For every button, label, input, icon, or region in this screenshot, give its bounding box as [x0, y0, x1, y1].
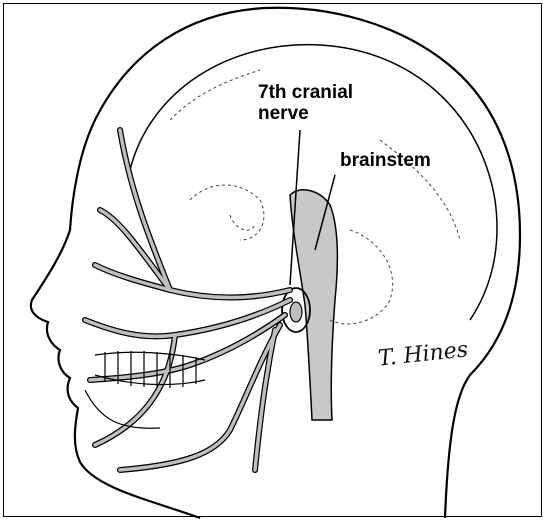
brainstem-label: brainstem — [340, 150, 431, 171]
ear-canal — [290, 302, 302, 322]
cranial-nerve-label-line1: 7th cranial — [258, 82, 353, 103]
cranial-nerve-label: 7th cranial nerve — [258, 82, 353, 124]
jaw-teeth — [85, 351, 205, 428]
facial-nerve-branches — [85, 130, 290, 470]
cranial-nerve-label-line2: nerve — [258, 103, 353, 124]
